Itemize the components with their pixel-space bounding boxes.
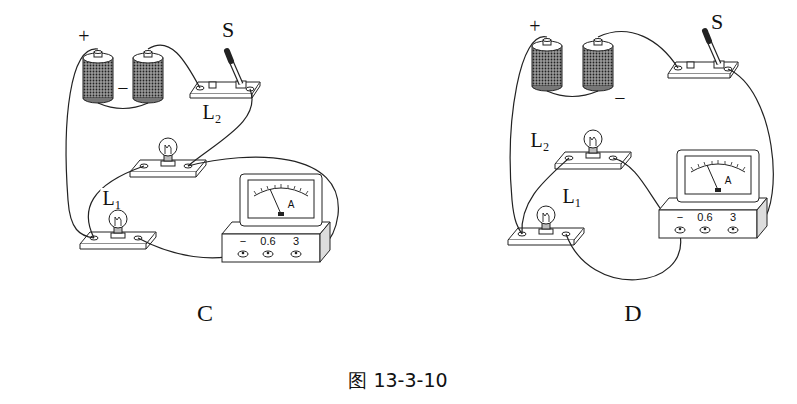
circuit-c xyxy=(66,45,338,258)
ammeter-body xyxy=(218,172,332,266)
lamp-label: L₂ xyxy=(200,102,223,122)
circuit-d xyxy=(508,31,773,280)
terminal-label: − xyxy=(240,236,246,247)
terminal-label: 3 xyxy=(730,212,736,223)
terminal-label: 3 xyxy=(293,236,299,247)
switch-label: S xyxy=(709,11,725,33)
figure-caption: 图 13-3-10 xyxy=(346,371,449,390)
switch-label: S xyxy=(220,19,236,41)
terminal-label: − xyxy=(677,212,683,223)
polarity-sign: + xyxy=(76,26,91,46)
lamp-label: L₁ xyxy=(100,188,123,208)
ammeter-body xyxy=(655,148,769,242)
meter-symbol: A xyxy=(725,176,732,186)
polarity-sign: − xyxy=(612,88,627,108)
meter-symbol: A xyxy=(288,200,295,210)
terminal-label: 0.6 xyxy=(260,236,275,247)
polarity-sign: + xyxy=(527,16,542,36)
lamp-label: L₁ xyxy=(560,186,583,206)
terminal-label: 0.6 xyxy=(697,212,712,223)
figure-letter: D xyxy=(622,301,643,325)
polarity-sign: − xyxy=(115,78,130,98)
ammeter: − 0.6 3 A xyxy=(218,172,332,266)
lamp-label: L₂ xyxy=(528,130,551,150)
figure-letter: C xyxy=(195,301,215,325)
ammeter: − 0.6 3 A xyxy=(655,148,769,242)
